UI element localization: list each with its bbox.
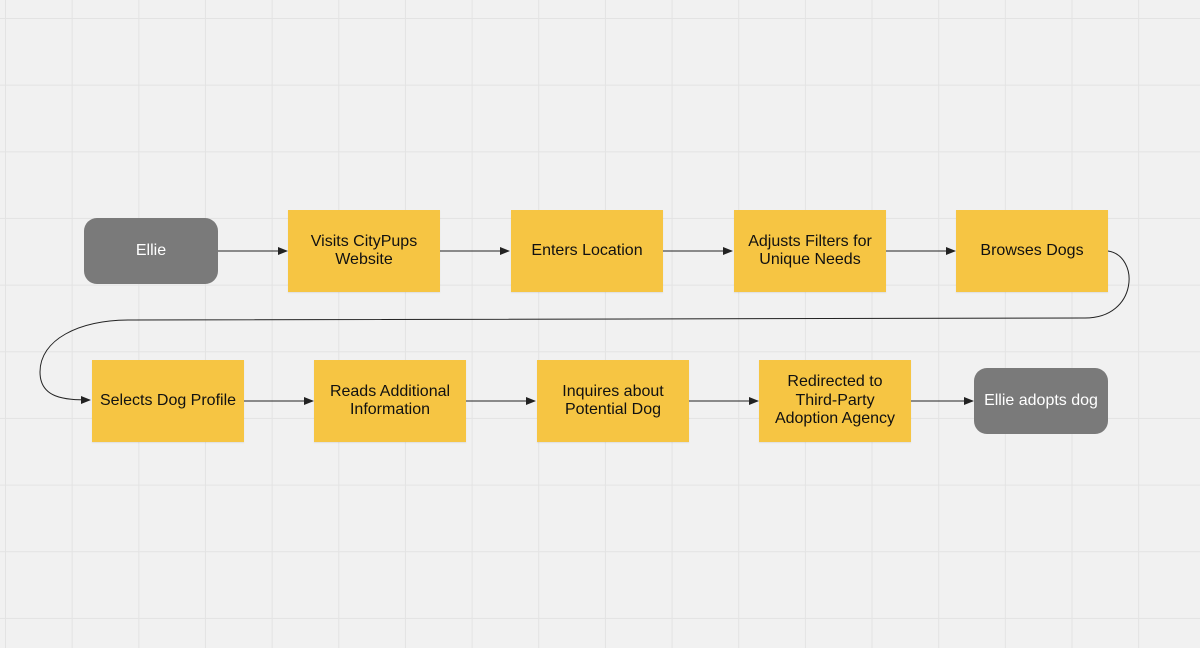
- step-reads-additional-information[interactable]: Reads Additional Information: [314, 360, 466, 442]
- step-adjusts-filters[interactable]: Adjusts Filters for Unique Needs: [734, 210, 886, 292]
- step-redirected-to-agency[interactable]: Redirected to Third-Party Adoption Agenc…: [759, 360, 911, 442]
- step-inquires-about-potential-dog[interactable]: Inquires about Potential Dog: [537, 360, 689, 442]
- start-node-ellie[interactable]: Ellie: [84, 218, 218, 284]
- step-enters-location[interactable]: Enters Location: [511, 210, 663, 292]
- step-browses-dogs[interactable]: Browses Dogs: [956, 210, 1108, 292]
- arrow-browse-to-select: [39, 250, 1130, 404]
- end-node-ellie-adopts-dog[interactable]: Ellie adopts dog: [974, 368, 1108, 434]
- step-visits-citypups-website[interactable]: Visits CityPups Website: [288, 210, 440, 292]
- step-selects-dog-profile[interactable]: Selects Dog Profile: [92, 360, 244, 442]
